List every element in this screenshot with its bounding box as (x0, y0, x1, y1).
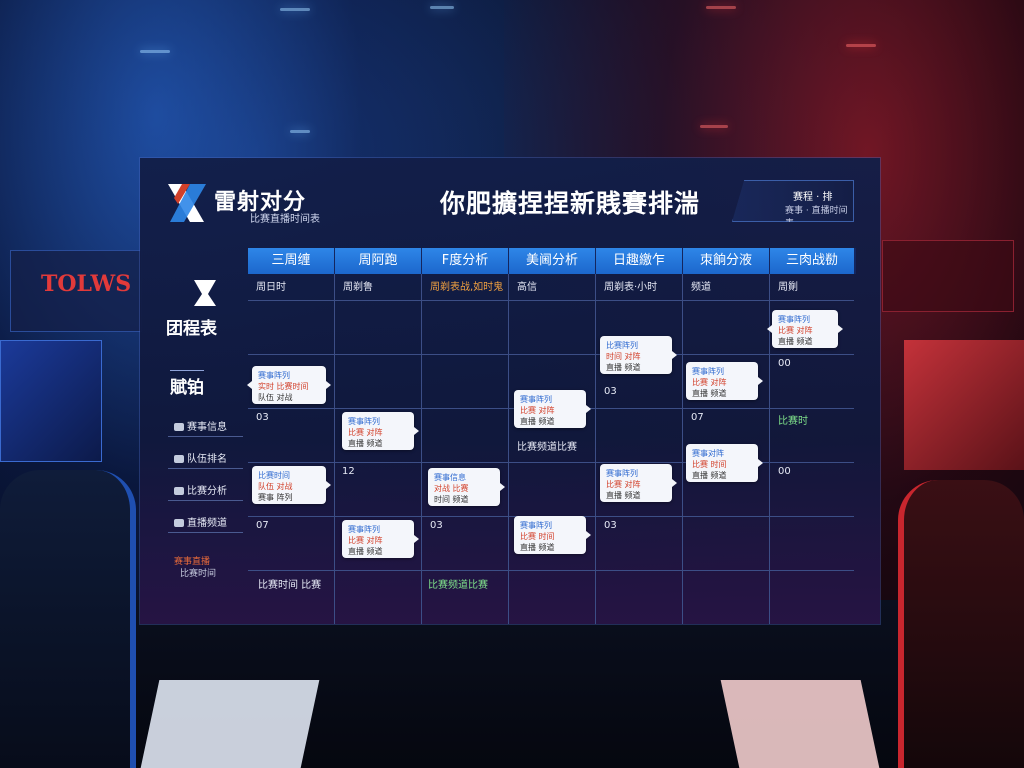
schedule-panel: 雷射对分 比赛直播时间表 你肥擴捏捏新賎賽排湍 赛程 · 排 赛事 · 直播时间… (140, 158, 880, 624)
cell-number: 00 (778, 358, 791, 369)
right-arena-screen (904, 340, 1024, 470)
title-badge: 赛程 · 排 赛事 · 直播时间表 (732, 180, 854, 222)
day-sub-3: 周剃表战,如时鬼 (430, 282, 504, 293)
day-sub-5: 周剃表·小时 (604, 282, 658, 293)
cell-number: 03 (430, 520, 443, 531)
match-card[interactable]: 赛事阵列比赛 对阵直播 频道 (514, 390, 591, 428)
sidebar-section-title: 賦铂 (170, 370, 204, 398)
ranking-icon (174, 455, 184, 463)
day-sub-7: 周劕 (778, 282, 798, 293)
left-arena-sign: TOLWS (10, 250, 142, 332)
sidebar-item-analysis[interactable]: 比赛分析 (174, 482, 227, 497)
sidebar-title: 团程表 (166, 319, 217, 339)
match-card[interactable]: 比赛阵列时间 对阵直播 频道 (600, 336, 677, 374)
cell-number: 比赛频道比赛 (517, 442, 577, 453)
match-card[interactable]: 赛事阵列实时 比赛时间队伍 对战 (247, 366, 331, 404)
cell-number: 比赛时 (778, 416, 808, 427)
badge-line-1: 赛程 · 排 (793, 192, 833, 203)
sidebar-item-info[interactable]: 赛事信息 (174, 418, 227, 433)
day-sub-6: 频道 (691, 282, 711, 293)
sidebar-item-ranking[interactable]: 队伍排名 (174, 450, 227, 465)
analysis-icon (174, 487, 184, 495)
match-card[interactable]: 赛事阵列比赛 时间直播 频道 (514, 516, 591, 554)
day-sub-2: 周剃鲁 (343, 282, 373, 293)
lighting-truss (0, 0, 1024, 150)
info-icon (174, 423, 184, 431)
channel-icon (174, 519, 184, 527)
cell-number: 03 (256, 412, 269, 423)
match-card[interactable]: 赛事阵列比赛 对阵直播 频道 (686, 362, 763, 400)
match-card[interactable]: 赛事阵列比赛 对阵直播 频道 (342, 412, 419, 450)
match-card[interactable]: 赛事阵列比赛 对阵直播 频道 (767, 310, 843, 348)
left-arena-screen (0, 340, 102, 462)
left-gaming-chair (0, 470, 136, 768)
day-header-6[interactable]: 朿餉分液 (683, 248, 771, 274)
brand-logo-icon (168, 184, 206, 222)
match-card[interactable]: 比赛时间队伍 对战赛事 阵列 (252, 466, 331, 504)
page-title: 你肥擴捏捏新賎賽排湍 (440, 189, 701, 218)
sidebar-footer-2: 比赛时间 (180, 569, 217, 579)
match-card[interactable]: 赛事对阵比赛 时间直播 频道 (686, 444, 763, 482)
left-desk (140, 680, 320, 768)
cell-number: 12 (342, 466, 355, 477)
sidebar-item-channel[interactable]: 直播频道 (174, 514, 227, 529)
day-header-5[interactable]: 日趣繳乍 (596, 248, 684, 274)
schedule-logo-icon (194, 280, 216, 306)
cell-number: 03 (604, 520, 617, 531)
day-header-4[interactable]: 美阃分析 (509, 248, 597, 274)
brand-name: 雷射对分 (214, 190, 307, 215)
footer-left: 比赛时间 比赛 (258, 580, 322, 591)
right-arena-sign (882, 240, 1014, 312)
cell-number: 07 (691, 412, 704, 423)
day-sub-1: 周日时 (256, 282, 286, 293)
match-card[interactable]: 赛事信息对战 比赛时间 频道 (428, 468, 505, 506)
cell-number: 03 (604, 386, 617, 397)
day-header-3[interactable]: F度分析 (422, 248, 510, 274)
sidebar-footer-1: 赛事直播 (174, 557, 211, 567)
cell-number: 00 (778, 466, 791, 477)
right-desk (720, 680, 880, 768)
badge-line-2: 赛事 · 直播时间表 (785, 206, 848, 229)
brand-subtitle: 比赛直播时间表 (250, 214, 320, 225)
footer-mid: 比赛频道比赛 (428, 580, 488, 591)
day-sub-4: 高信 (517, 282, 537, 293)
match-card[interactable]: 赛事阵列比赛 对阵直播 频道 (342, 520, 419, 558)
cell-number: 07 (256, 520, 269, 531)
right-gaming-chair (898, 480, 1024, 768)
day-header-7[interactable]: 三肉战勌 (770, 248, 856, 274)
match-card[interactable]: 赛事阵列比赛 对阵直播 频道 (600, 464, 677, 502)
day-header-2[interactable]: 周阿跑 (335, 248, 423, 274)
day-header-1[interactable]: 三周缠 (248, 248, 336, 274)
